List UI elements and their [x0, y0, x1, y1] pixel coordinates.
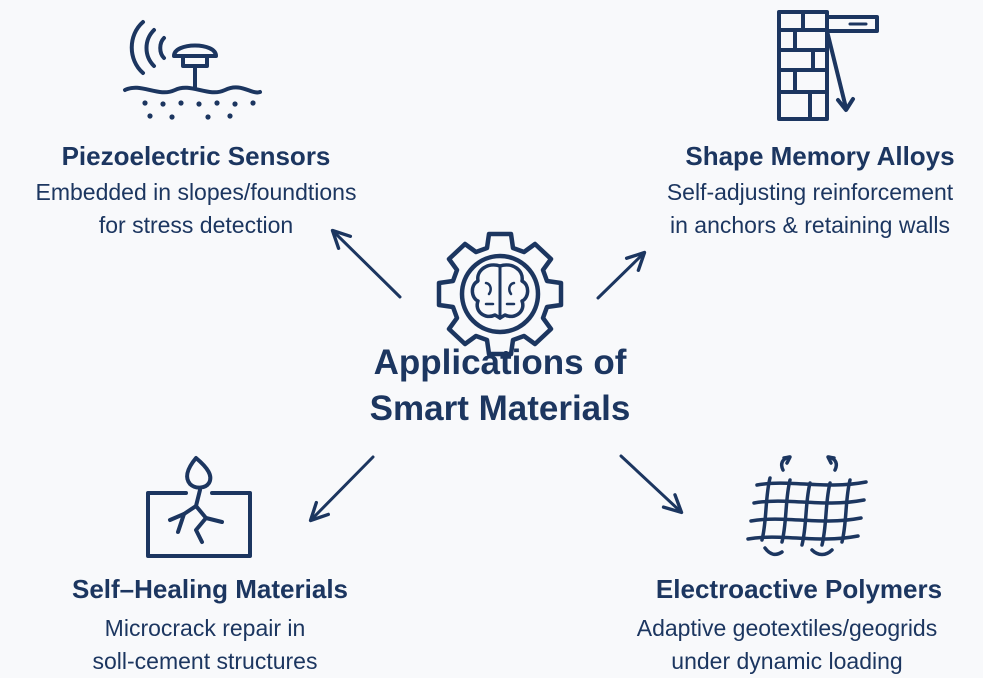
center-title-line2: Smart Materials: [369, 389, 631, 428]
electroactive-desc-line1: Adaptive geotextiles/geogrids: [636, 615, 938, 641]
cracked-block-drop-icon: [146, 456, 252, 558]
gear-brain-icon: [436, 231, 564, 357]
piezoelectric-desc-line2: for stress detection: [98, 212, 294, 238]
self-healing-title: Self–Healing Materials: [72, 574, 348, 604]
electroactive-desc-line2: under dynamic loading: [671, 648, 903, 674]
shape-memory-title: Shape Memory Alloys: [685, 141, 955, 171]
arrow-to-piezoelectric: [330, 228, 402, 299]
shape-memory-desc-line1: Self-adjusting reinforcement: [666, 179, 954, 205]
self-healing-desc-line2: soll-cement structures: [92, 648, 318, 674]
piezoelectric-desc-line1: Embedded in slopes/foundtions: [35, 179, 357, 205]
sensor-antenna-icon: [123, 20, 262, 120]
electroactive-title: Electroactive Polymers: [655, 574, 943, 604]
flexible-grid-icon: [746, 455, 868, 557]
self-healing-desc-line1: Microcrack repair in: [104, 615, 306, 641]
arrow-to-electroactive: [619, 454, 684, 515]
center-title: Applications of Smart Materials: [300, 340, 700, 432]
electroactive-description: Adaptive geotextiles/geogrids under dyna…: [592, 612, 982, 678]
piezoelectric-title: Piezoelectric Sensors: [61, 141, 331, 171]
shape-memory-description: Self-adjusting reinforcement in anchors …: [630, 176, 983, 242]
retaining-wall-anchor-icon: [777, 10, 879, 121]
self-healing-description: Microcrack repair in soll-cement structu…: [50, 612, 360, 678]
arrow-to-self-healing: [308, 455, 375, 523]
arrow-to-shape-memory: [596, 250, 647, 300]
shape-memory-desc-line2: in anchors & retaining walls: [670, 212, 950, 238]
center-title-line1: Applications of: [373, 343, 627, 382]
piezoelectric-description: Embedded in slopes/foundtions for stress…: [0, 176, 392, 242]
